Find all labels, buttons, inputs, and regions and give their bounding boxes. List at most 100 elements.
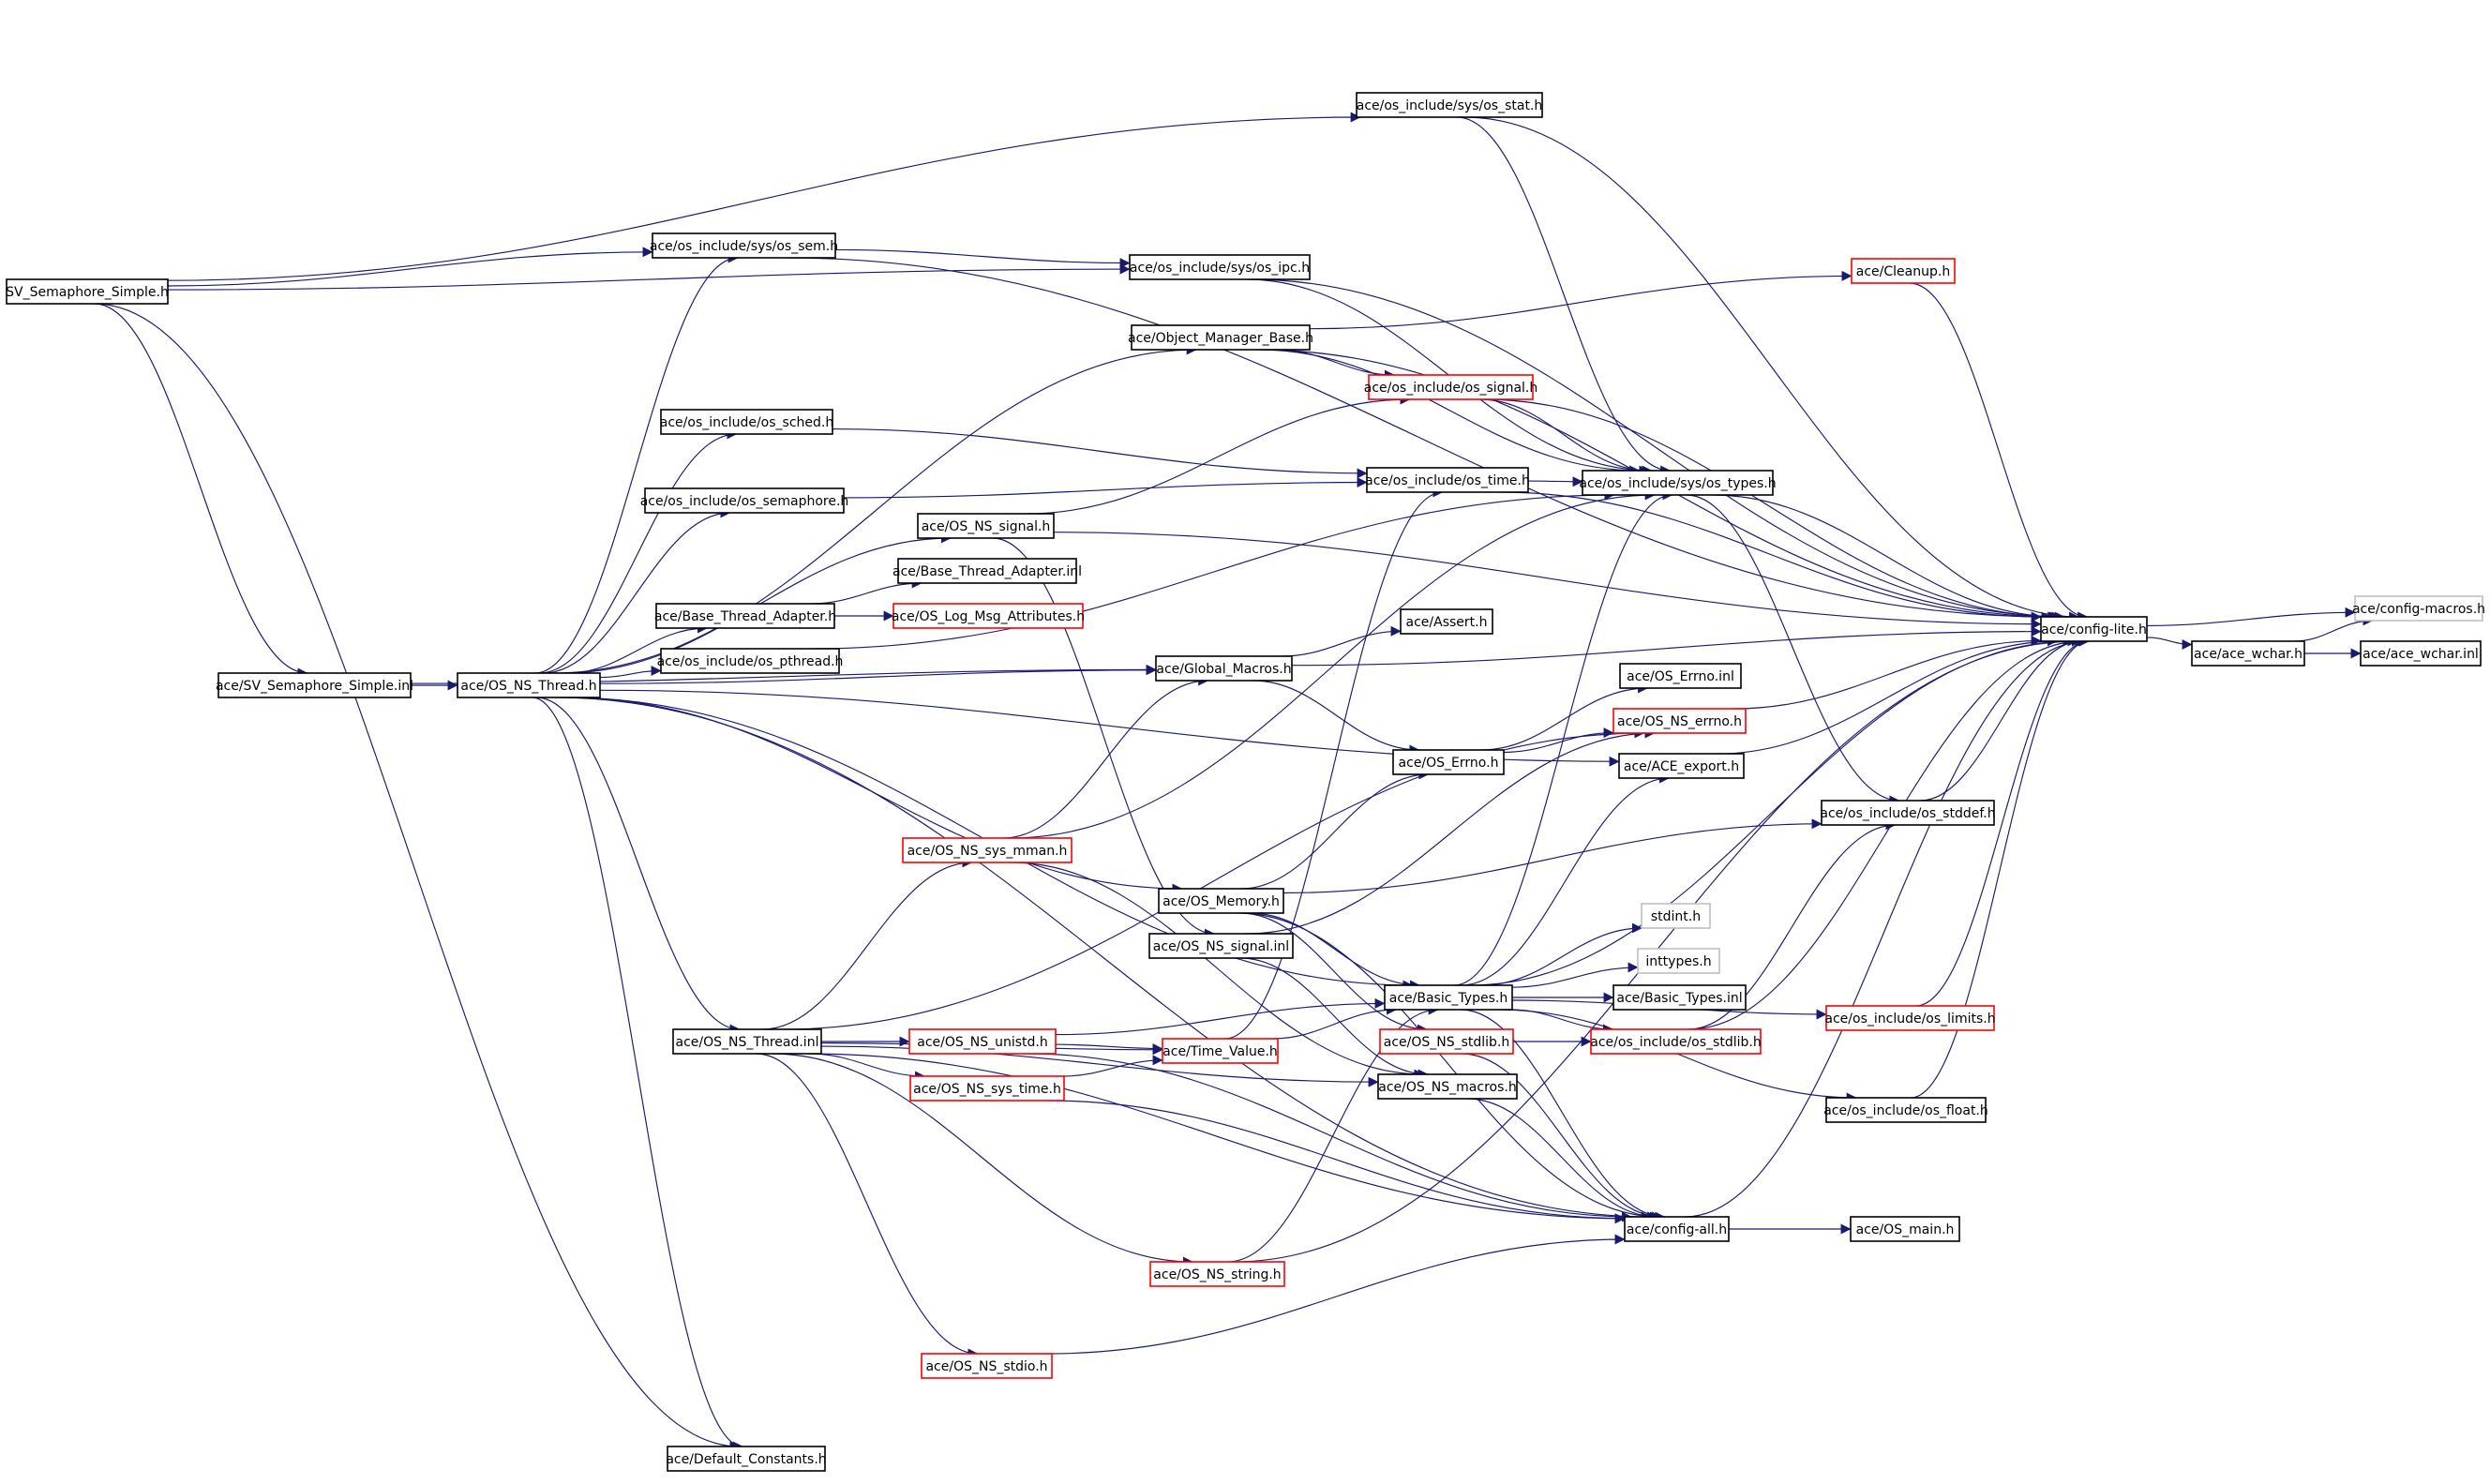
edge-os_sem-to-config_lite bbox=[787, 257, 2052, 622]
node-os-main[interactable]: ace/OS_main.h bbox=[1850, 1216, 1960, 1242]
node-obj-mgr[interactable]: ace/Object_Manager_Base.h bbox=[1128, 324, 1313, 351]
node-bta-h[interactable]: ace/Base_Thread_Adapter.h bbox=[654, 603, 836, 629]
node-label: ace/OS_NS_sys_time.h bbox=[913, 1082, 1061, 1097]
node-os-signal[interactable]: ace/os_include/os_signal.h bbox=[1364, 374, 1538, 400]
node-sv-inl[interactable]: ace/SV_Semaphore_Simple.inl bbox=[216, 672, 413, 698]
edge-basic_types-to-os_stdlib bbox=[1511, 1009, 1613, 1035]
node-box bbox=[1356, 92, 1543, 118]
edge-os_signal-to-config_lite bbox=[1483, 398, 2062, 622]
edge-bta_h-to-bta_inl bbox=[810, 577, 922, 605]
edge-global_macros-to-config_lite bbox=[1291, 626, 2042, 667]
node-ns-stdio[interactable]: ace/OS_NS_stdio.h bbox=[921, 1353, 1053, 1379]
node-box bbox=[660, 648, 840, 674]
node-global-macros[interactable]: ace/Global_Macros.h bbox=[1155, 655, 1293, 682]
node-label: ace/config-lite.h bbox=[2041, 622, 2147, 637]
node-os-limits[interactable]: ace/os_include/os_limits.h bbox=[1824, 1005, 1996, 1031]
node-label: stdint.h bbox=[1651, 909, 1701, 924]
node-basic-types-inl[interactable]: ace/Basic_Types.inl bbox=[1612, 984, 1747, 1011]
node-root[interactable]: SV_Semaphore_Simple.h bbox=[6, 278, 169, 305]
node-os-stddef[interactable]: ace/os_include/os_stddef.h bbox=[1820, 800, 1996, 826]
edge-os_time-to-config_lite bbox=[1500, 491, 2042, 622]
node-ns-signal-inl[interactable]: ace/OS_NS_signal.inl bbox=[1148, 933, 1294, 959]
edge-os_thread_h-to-bta_h bbox=[566, 622, 708, 674]
node-cleanup[interactable]: ace/Cleanup.h bbox=[1851, 258, 1956, 284]
node-time-value[interactable]: ace/Time_Value.h bbox=[1162, 1038, 1279, 1064]
node-config-all[interactable]: ace/config-all.h bbox=[1624, 1216, 1730, 1242]
node-os-stdlib[interactable]: ace/os_include/os_stdlib.h bbox=[1590, 1028, 1762, 1055]
edge-unistd-to-basic_types bbox=[1055, 997, 1386, 1036]
node-log-msg[interactable]: ace/OS_Log_Msg_Attributes.h bbox=[892, 603, 1085, 629]
node-ace-wchar-inl[interactable]: ace/ace_wchar.inl bbox=[2360, 640, 2482, 667]
node-box bbox=[672, 1028, 822, 1055]
node-sys-mman[interactable]: ace/OS_NS_sys_mman.h bbox=[902, 837, 1072, 863]
node-assert[interactable]: ace/Assert.h bbox=[1400, 608, 1493, 635]
node-box bbox=[1366, 467, 1529, 493]
edge-os_stdlib-to-config_lite bbox=[1688, 636, 2082, 1030]
node-inttypes[interactable]: inttypes.h bbox=[1637, 948, 1720, 974]
node-ace-wchar-h[interactable]: ace/ace_wchar.h bbox=[2191, 640, 2305, 667]
node-os-thread-h[interactable]: ace/OS_NS_Thread.h bbox=[457, 672, 601, 698]
edge-time_value-to-os_time bbox=[1224, 487, 1444, 1040]
node-default-constants[interactable]: ace/Default_Constants.h bbox=[666, 1446, 827, 1472]
node-ace-export[interactable]: ace/ACE_export.h bbox=[1618, 753, 1745, 779]
node-os-stat[interactable]: ace/os_include/sys/os_stat.h bbox=[1356, 92, 1543, 118]
edge-ns_string-to-basic_types bbox=[1227, 1004, 1439, 1263]
node-box bbox=[644, 487, 845, 514]
node-os-semaphore[interactable]: ace/os_include/os_semaphore.h bbox=[640, 487, 849, 514]
node-box bbox=[1400, 608, 1493, 635]
node-label: SV_Semaphore_Simple.h bbox=[6, 285, 169, 300]
node-label: ace/Time_Value.h bbox=[1162, 1044, 1278, 1059]
node-os-ipc[interactable]: ace/os_include/sys/os_ipc.h bbox=[1129, 254, 1311, 280]
node-box bbox=[1612, 708, 1747, 734]
edge-os_thread_inl-to-sys_mman bbox=[762, 857, 973, 1030]
edge-global_macros-to-assert bbox=[1282, 625, 1402, 657]
node-label: ace/OS_NS_signal.inl bbox=[1153, 939, 1289, 954]
edge-obj_mgr-to-cleanup bbox=[1309, 270, 1852, 330]
node-ns-stdlib[interactable]: ace/OS_NS_stdlib.h bbox=[1379, 1028, 1514, 1055]
node-label: ace/OS_main.h bbox=[1856, 1222, 1955, 1237]
node-config-lite[interactable]: ace/config-lite.h bbox=[2040, 616, 2148, 642]
node-os-sem[interactable]: ace/os_include/sys/os_sem.h bbox=[650, 232, 838, 259]
node-box bbox=[1158, 888, 1284, 914]
node-os-thread-inl[interactable]: ace/OS_NS_Thread.inl bbox=[672, 1028, 822, 1055]
edge-basic_types-to-os_types bbox=[1453, 489, 1673, 986]
node-label: ace/OS_NS_string.h bbox=[1153, 1267, 1281, 1282]
edge-ns_stdio-to-config_all bbox=[1047, 1234, 1626, 1355]
node-stdint[interactable]: stdint.h bbox=[1641, 903, 1711, 929]
edge-os_stdlib-to-os_stddef bbox=[1688, 819, 1897, 1030]
edge-os_memory-to-basic_types bbox=[1250, 912, 1420, 991]
node-box bbox=[1590, 1028, 1762, 1055]
node-os-float[interactable]: ace/os_include/os_float.h bbox=[1823, 1097, 1988, 1123]
node-box bbox=[1155, 655, 1293, 682]
edge-os_semaphore-to-os_time bbox=[843, 477, 1368, 499]
node-box bbox=[1637, 948, 1720, 974]
node-basic-types[interactable]: ace/Basic_Types.h bbox=[1384, 984, 1513, 1011]
node-box bbox=[1149, 1261, 1285, 1287]
node-os-errno[interactable]: ace/OS_Errno.h bbox=[1392, 749, 1505, 775]
node-ns-string[interactable]: ace/OS_NS_string.h bbox=[1149, 1261, 1285, 1287]
node-box bbox=[1825, 1005, 1995, 1031]
node-os-pthread[interactable]: ace/os_include/os_pthread.h bbox=[657, 648, 844, 674]
node-ns-signal-h[interactable]: ace/OS_NS_signal.h bbox=[917, 513, 1055, 539]
node-label: ace/os_include/os_limits.h bbox=[1824, 1012, 1995, 1027]
node-unistd[interactable]: ace/OS_NS_unistd.h bbox=[908, 1028, 1057, 1055]
node-os-types[interactable]: ace/os_include/sys/os_types.h bbox=[1579, 470, 1777, 496]
node-box bbox=[660, 409, 833, 435]
node-ns-macros[interactable]: ace/OS_NS_macros.h bbox=[1377, 1073, 1518, 1100]
edge-global_macros-to-os_errno bbox=[1252, 680, 1420, 756]
edge-os_signal-to-os_types bbox=[1479, 398, 1650, 476]
node-sys-time[interactable]: ace/OS_NS_sys_time.h bbox=[909, 1075, 1065, 1102]
edge-sys_mman-to-global_macros bbox=[1002, 675, 1209, 839]
node-errno-inl[interactable]: ace/OS_Errno.inl bbox=[1619, 663, 1742, 689]
node-os-sched[interactable]: ace/os_include/os_sched.h bbox=[660, 409, 833, 435]
node-os-memory[interactable]: ace/OS_Memory.h bbox=[1158, 888, 1284, 914]
node-bta-inl[interactable]: ace/Base_Thread_Adapter.inl bbox=[892, 558, 1082, 584]
node-ns-errno[interactable]: ace/OS_NS_errno.h bbox=[1612, 708, 1747, 734]
node-box bbox=[1162, 1038, 1279, 1064]
node-os-time[interactable]: ace/os_include/os_time.h bbox=[1365, 467, 1530, 493]
node-label: ace/os_include/os_pthread.h bbox=[657, 654, 844, 669]
node-config-macros[interactable]: ace/config-macros.h bbox=[2352, 595, 2485, 622]
node-label: ace/Cleanup.h bbox=[1856, 264, 1950, 279]
edge-os_memory-to-os_errno bbox=[1240, 769, 1430, 890]
node-box bbox=[2040, 616, 2148, 642]
